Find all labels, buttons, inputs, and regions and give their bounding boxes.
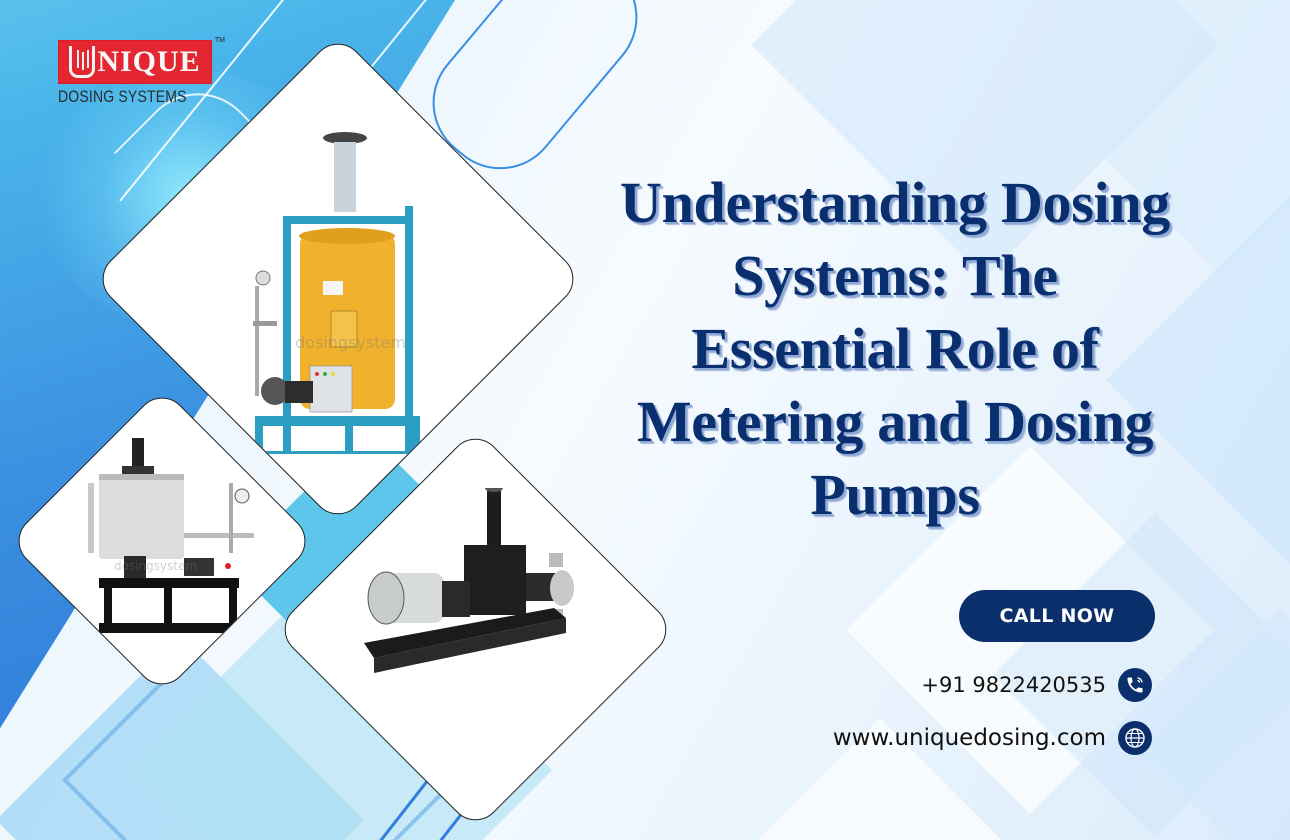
phone-icon[interactable] [1118, 668, 1152, 702]
headline-line: Understanding Dosing [620, 170, 1170, 235]
brand-logo[interactable]: NIQUE TM DOSING SYSTEMS [58, 37, 228, 107]
product-card-white-tank: dosingsystem [7, 386, 317, 696]
yellow-tank-dosing-system-image: dosingsystem [253, 132, 420, 454]
metering-pump-image [364, 488, 574, 673]
headline-line: Pumps [810, 462, 980, 527]
phone-contact[interactable]: +91 9822420535 [921, 668, 1152, 702]
call-now-button[interactable]: CALL NOW [959, 590, 1155, 642]
logo-subtitle: DOSING SYSTEMS [58, 88, 187, 106]
svg-text:dosingsystem: dosingsystem [295, 333, 406, 352]
trademark: TM [214, 37, 225, 44]
logo-badge: NIQUE TM [58, 37, 225, 84]
website-link[interactable]: www.uniquedosing.com [832, 725, 1106, 751]
headline-line: Essential Role of [691, 316, 1099, 381]
headline-line: Metering and Dosing [636, 389, 1154, 454]
white-tank-dosing-system-image: dosingsystem [87, 438, 254, 633]
logo-word: NIQUE [97, 45, 201, 78]
svg-text:dosingsystem: dosingsystem [114, 559, 197, 573]
product-card-metering-pump [273, 427, 678, 832]
phone-number[interactable]: +91 9822420535 [921, 673, 1106, 697]
website-contact[interactable]: www.uniquedosing.com [833, 721, 1152, 755]
logo-u-beaker-icon [69, 46, 96, 78]
globe-icon[interactable] [1118, 721, 1152, 755]
headline: Understanding Dosing Systems: The Essent… [575, 166, 1215, 531]
headline-line: Systems: The [732, 243, 1058, 308]
product-card-yellow-tank: dosingsystem [91, 32, 585, 526]
